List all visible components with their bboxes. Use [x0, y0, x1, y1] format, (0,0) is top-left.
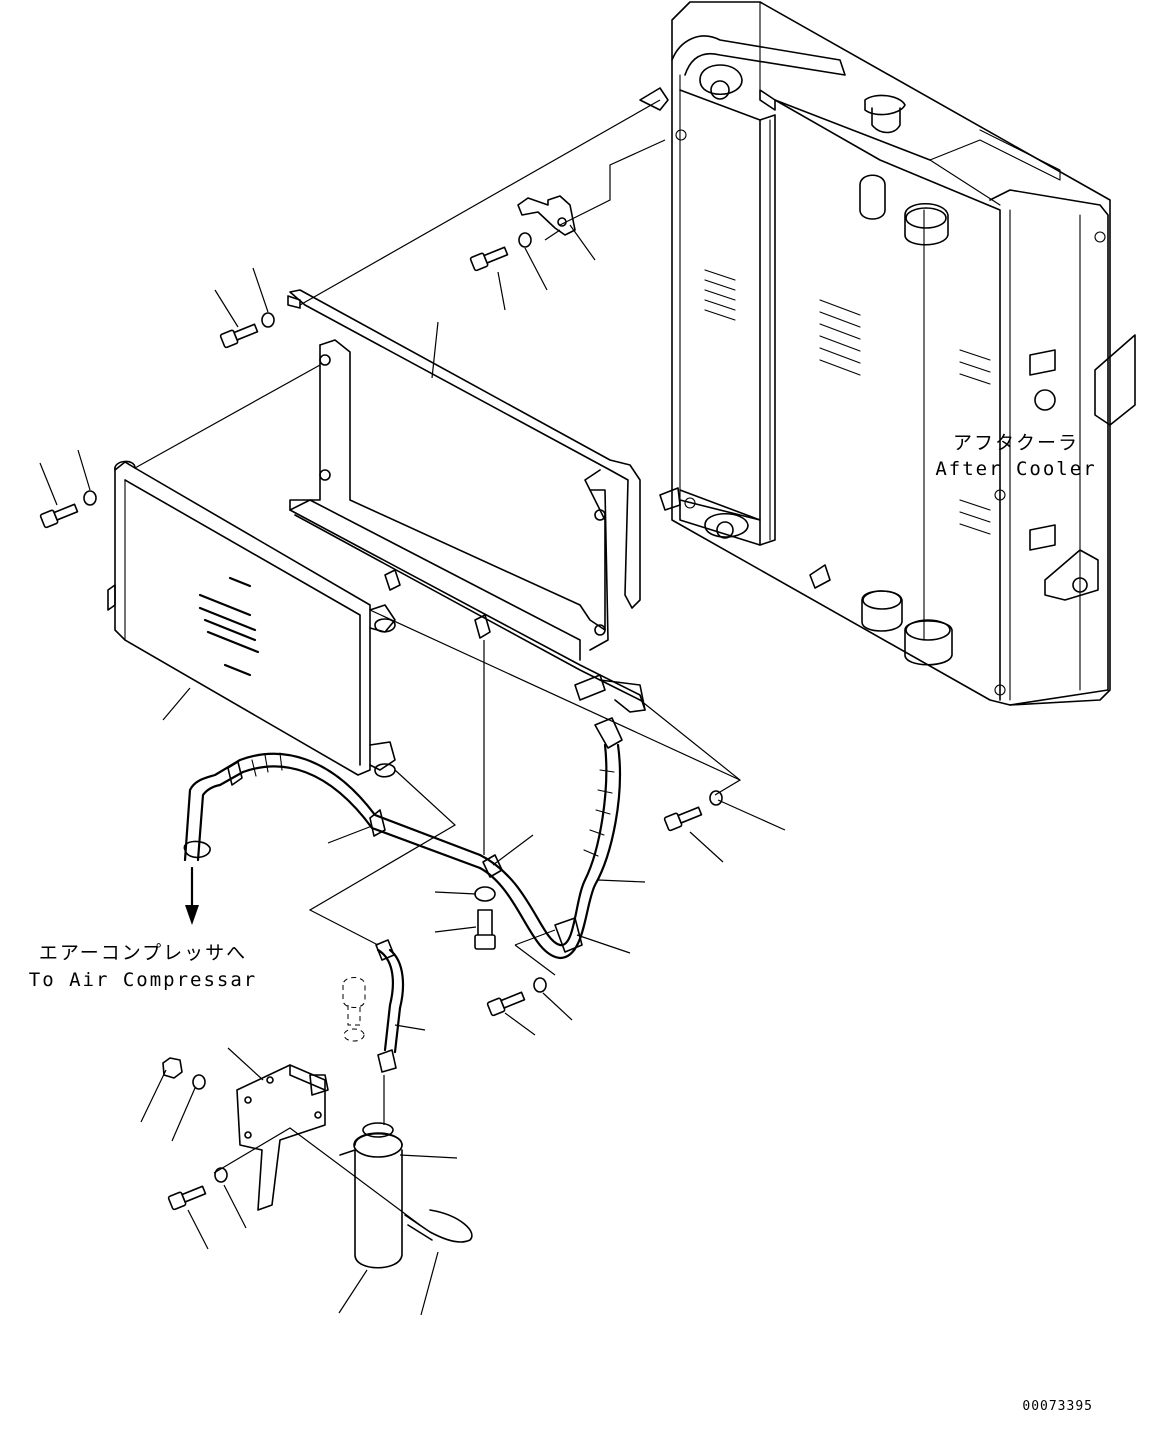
compressor-label-en: To Air Compressar — [29, 969, 257, 991]
fasteners — [39, 232, 723, 1211]
aftercooler-label-en: After Cooler — [935, 458, 1096, 480]
upper-bracket — [517, 195, 576, 236]
leader-lines — [39, 99, 786, 1316]
drawing-number: 00073395 — [1022, 1399, 1093, 1414]
aftercooler-assembly — [639, 1, 1136, 706]
receiver-drier — [339, 1122, 473, 1269]
compressor-label-jp: エアーコンプレッサへ — [39, 942, 247, 964]
condenser-frame — [287, 289, 646, 713]
aftercooler-label-jp: アフタクーラ — [953, 432, 1079, 454]
receiver-bracket — [236, 1064, 329, 1211]
compressor-arrow — [185, 866, 199, 925]
refrigerant-hoses — [183, 717, 623, 1073]
condenser — [107, 460, 396, 778]
